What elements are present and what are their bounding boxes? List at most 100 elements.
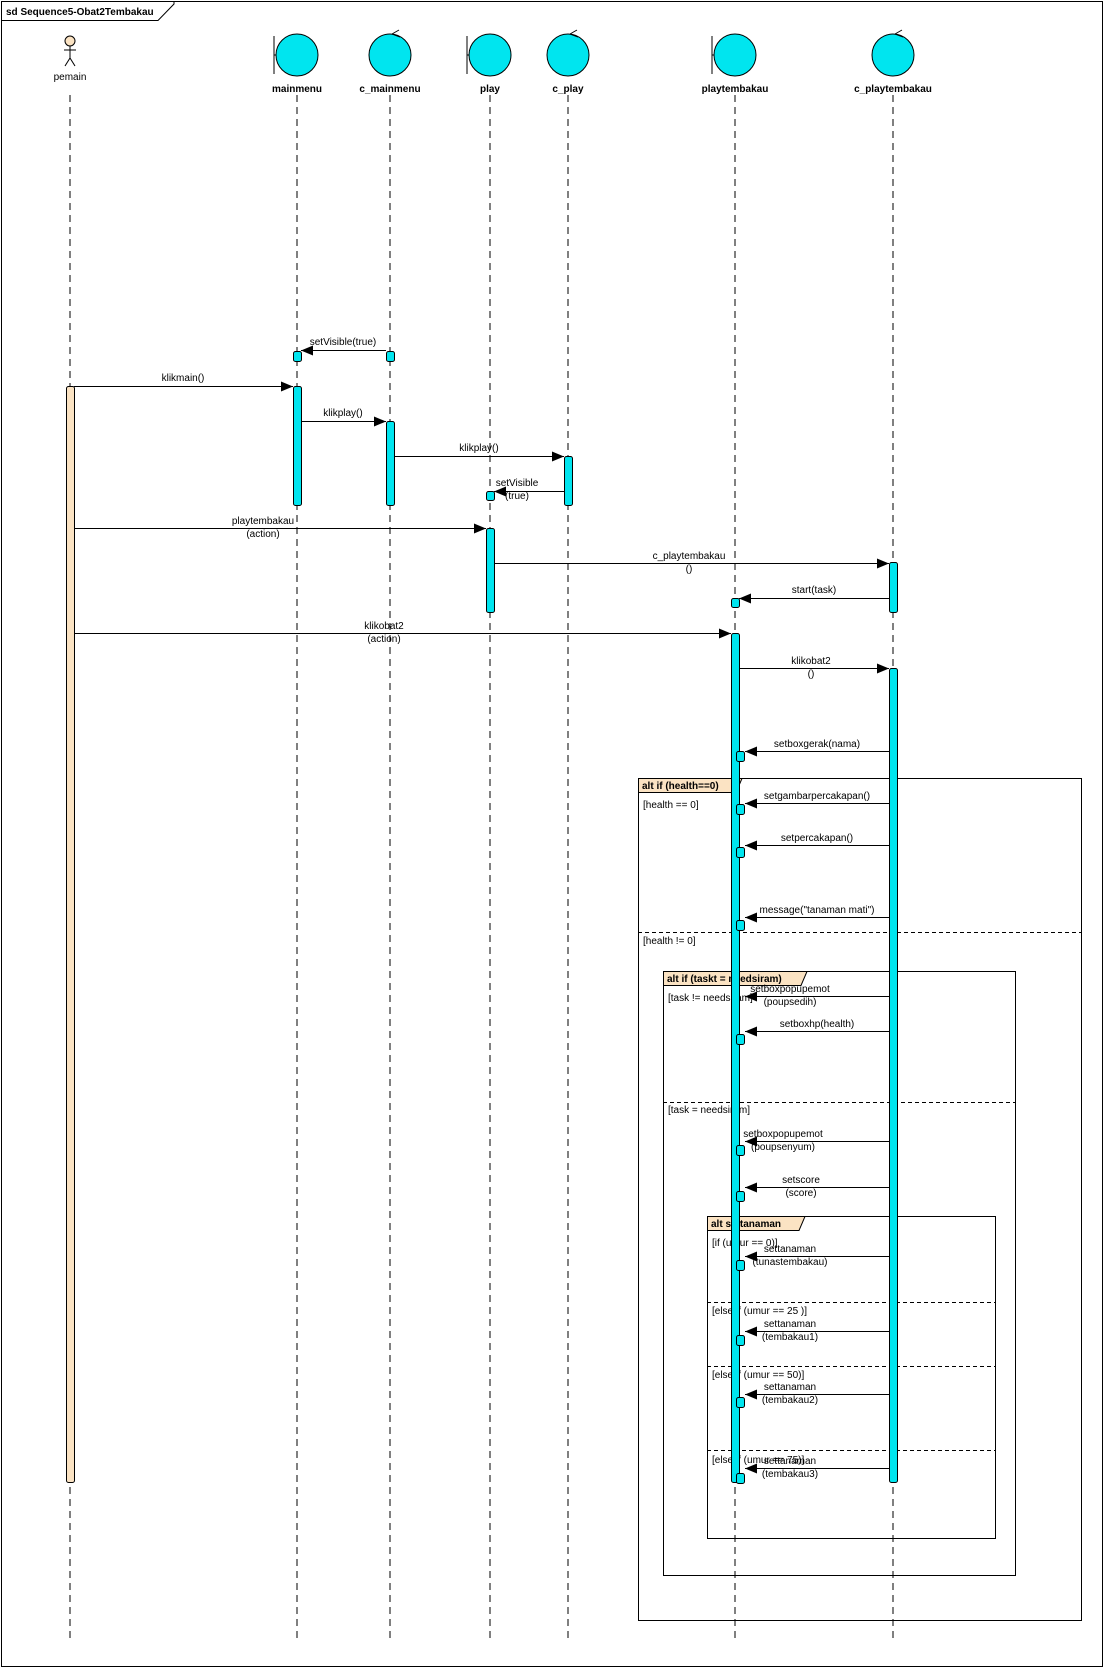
message-label: () xyxy=(808,669,815,680)
control-icon xyxy=(871,29,915,77)
fragment-frame xyxy=(707,1216,996,1539)
message-m7: c_playtembakau () xyxy=(494,551,889,575)
activation-bar-playtembakau xyxy=(736,1145,745,1156)
fragment-guard: [if (umur == 0)] xyxy=(712,1238,778,1249)
message-label: (action) xyxy=(367,634,400,645)
boundary-icon xyxy=(466,33,512,77)
fragment-f1: alt if (health==0) [health == 0] [health !… xyxy=(638,778,1082,1621)
fragment-guard: [health == 0] xyxy=(643,800,699,811)
message-m18: setscore(score) xyxy=(745,1175,889,1199)
lifeline-mainmenu: mainmenu xyxy=(272,33,322,95)
message-label: (poupsenyum) xyxy=(751,1142,815,1153)
message-label: settanaman xyxy=(764,1244,816,1255)
message-label: setboxhp(health) xyxy=(780,1019,855,1030)
message-m2: klikmain() xyxy=(74,373,293,392)
lifeline-label: mainmenu xyxy=(272,84,322,95)
lifeline-play: play xyxy=(466,33,512,95)
message-m8: start(task) xyxy=(739,585,889,604)
message-label: setboxgerak(nama) xyxy=(774,739,860,750)
lifeline-c_play: c_play xyxy=(546,29,590,95)
message-label: playtembakau xyxy=(232,516,294,527)
activation-bar-c_mainmenu xyxy=(386,421,395,506)
message-label: setpercakapan() xyxy=(781,833,853,844)
control-icon xyxy=(368,29,412,77)
message-m1: setVisible(true) xyxy=(301,337,386,356)
lifeline-playtembakau: playtembakau xyxy=(702,33,768,95)
lifeline-c_mainmenu: c_mainmenu xyxy=(359,29,421,95)
message-label: (action) xyxy=(246,529,279,540)
message-label: start(task) xyxy=(792,585,836,596)
fragment-guard: [health != 0] xyxy=(643,936,696,947)
message-label: (true) xyxy=(505,491,529,502)
fragment-f3: alt settanaman [if (umur == 0)] [else if (… xyxy=(707,1216,996,1539)
message-label: setgambarpercakapan() xyxy=(764,791,870,802)
activation-bar-playtembakau xyxy=(736,1034,745,1045)
lifeline-label: c_mainmenu xyxy=(359,84,420,95)
fragment-guard: [task != needsiram] xyxy=(668,993,753,1004)
lifeline-heads: pemain mainmenu c_mainmenu play c_play playte… xyxy=(54,29,932,95)
message-label: setVisible(true) xyxy=(310,337,377,348)
lifeline-label: c_play xyxy=(552,84,584,95)
activation-bar-playtembakau xyxy=(736,1191,745,1202)
message-label: klikobat2 xyxy=(791,656,831,667)
message-m22: settanaman (tembakau3) xyxy=(745,1456,889,1480)
message-m11: setboxgerak(nama) xyxy=(745,739,889,757)
message-m4: klikplay() xyxy=(394,443,564,462)
fragment-guard: [else if (umur == 50)] xyxy=(712,1370,804,1381)
message-label: (tembakau3) xyxy=(762,1469,818,1480)
message-m14: message("tanaman mati") xyxy=(745,905,889,923)
activation-bar-play xyxy=(486,491,495,501)
fragment-guard: [else if (umur == 25 )] xyxy=(712,1306,807,1317)
fragment-guard: [else if (umur == 75)] xyxy=(712,1455,804,1466)
fragment-operator: alt if (taskt = needsiram) xyxy=(667,974,782,985)
lifeline-label: pemain xyxy=(54,72,87,83)
activation-bar-c_playtembakau xyxy=(889,562,898,613)
message-m13: setpercakapan() xyxy=(745,833,889,851)
message-label: (poupsedih) xyxy=(764,997,817,1008)
message-label: settanaman xyxy=(764,1456,816,1467)
activation-bars xyxy=(66,351,898,1484)
message-label: klikplay() xyxy=(459,443,498,454)
fragment-operator: alt settanaman xyxy=(711,1219,781,1230)
message-label: c_playtembakau xyxy=(653,551,726,562)
boundary-icon xyxy=(273,33,319,77)
fragment-guard: [task = needsiram] xyxy=(668,1105,750,1116)
message-label: setscore xyxy=(782,1175,820,1186)
message-label: setboxpopupemot xyxy=(750,984,830,995)
actor-icon xyxy=(64,35,76,67)
activation-bar-play xyxy=(486,528,495,613)
message-m15: setboxpopupemot (poupsedih) xyxy=(745,984,889,1008)
message-label: (tunastembakau) xyxy=(752,1257,827,1268)
message-m9: klikobat2 (action) xyxy=(74,621,731,645)
message-m6: playtembakau (action) xyxy=(74,516,486,540)
lifeline-pemain: pemain xyxy=(54,35,87,83)
diagram-title: sd Sequence5-Obat2Tembakau xyxy=(6,7,154,18)
activation-bar-pemain xyxy=(66,386,75,1483)
message-label: (tembakau2) xyxy=(762,1395,818,1406)
activation-bar-playtembakau xyxy=(736,847,745,858)
boundary-icon xyxy=(711,33,757,77)
activation-bar-playtembakau xyxy=(736,920,745,931)
fragment-operator: alt if (health==0) xyxy=(642,781,719,792)
activation-bar-c_play xyxy=(564,456,573,506)
message-label: (tembakau1) xyxy=(762,1332,818,1343)
message-label: klikmain() xyxy=(162,373,205,384)
activation-bar-c_mainmenu xyxy=(386,351,395,362)
activation-bar-playtembakau xyxy=(736,1397,745,1408)
message-label: message("tanaman mati") xyxy=(760,905,875,916)
message-m21: settanaman(tembakau2) xyxy=(745,1382,889,1406)
activation-bar-playtembakau xyxy=(736,1473,745,1484)
message-m19: settanaman (tunastembakau) xyxy=(745,1244,889,1268)
messages: setVisible(true)klikmain()klikplay()klik… xyxy=(74,337,889,1480)
activation-bar-c_playtembakau xyxy=(889,668,898,1483)
message-label: setVisible xyxy=(496,478,539,489)
activation-bar-mainmenu xyxy=(293,386,302,506)
message-label: settanaman xyxy=(764,1319,816,1330)
activation-bar-playtembakau xyxy=(736,1335,745,1346)
activation-bar-playtembakau xyxy=(736,804,745,815)
message-label: klikobat2 xyxy=(364,621,404,632)
message-m17: setboxpopupemot(poupsenyum) xyxy=(743,1129,889,1153)
lifeline-label: c_playtembakau xyxy=(854,84,932,95)
message-label: () xyxy=(686,564,693,575)
